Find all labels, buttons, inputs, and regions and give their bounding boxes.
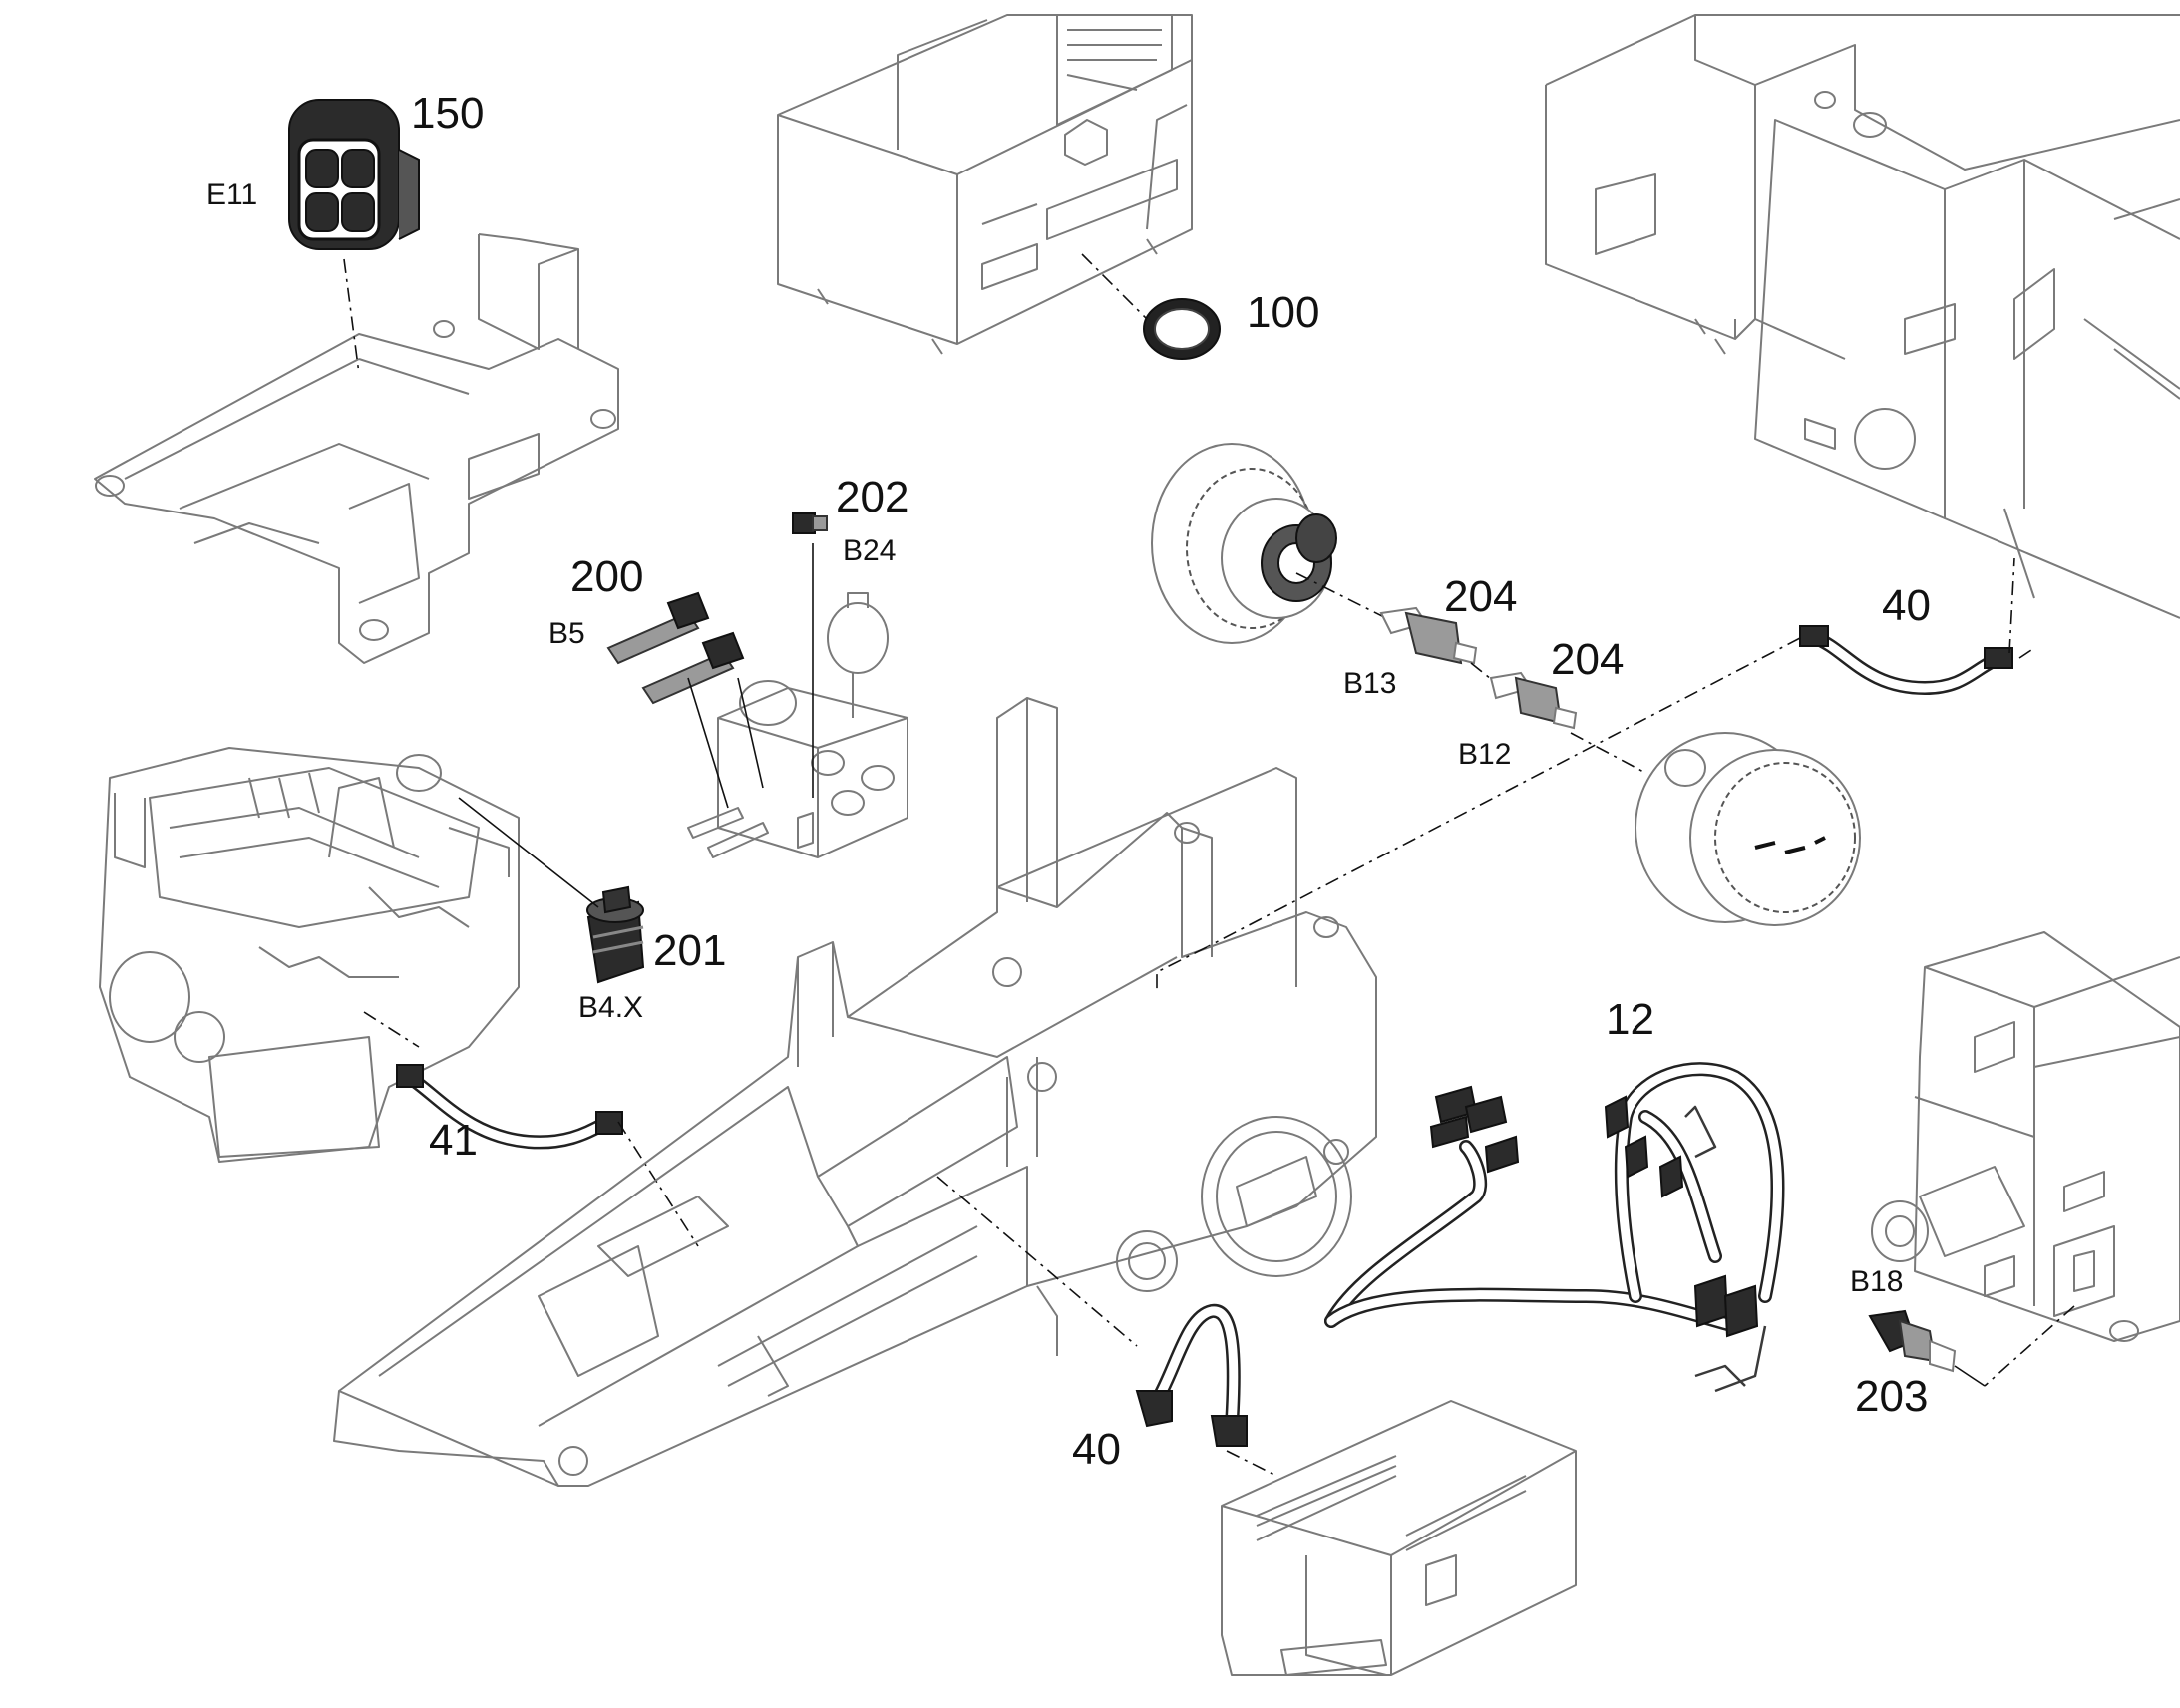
designator-b5: B5: [548, 617, 585, 650]
engine: [99, 747, 520, 1163]
hydraulic-valve-block: [687, 592, 908, 858]
designator-b24: B24: [843, 534, 896, 567]
callout-150: 150: [411, 89, 484, 138]
designator-b4x: B4.X: [578, 991, 643, 1024]
callout-12: 12: [1606, 995, 1654, 1044]
battery-box: [1221, 1400, 1577, 1676]
work-light-150: [288, 99, 420, 375]
sensor-204-b12: [1489, 671, 1646, 774]
frame-top-right: [1545, 14, 2180, 619]
control-unit-lower-right: [1871, 931, 2180, 1387]
callout-40-lower: 40: [1072, 1425, 1121, 1474]
drive-motor-lower: [1635, 732, 1861, 926]
designator-b18: B18: [1850, 1265, 1903, 1298]
callout-100: 100: [1247, 288, 1319, 337]
designator-b13: B13: [1343, 667, 1396, 700]
callout-204-upper: 204: [1444, 572, 1517, 621]
ground-cable-41: [396, 1064, 699, 1247]
wiring-harness-12: [1324, 1062, 1785, 1393]
callout-201: 201: [653, 926, 726, 975]
callout-202: 202: [836, 473, 908, 521]
designator-b12: B12: [1458, 738, 1511, 771]
sensor-200: [606, 591, 764, 809]
callout-204-lower: 204: [1551, 635, 1624, 684]
sensor-203: [1868, 1309, 1986, 1387]
callout-200: 200: [570, 552, 643, 601]
callout-41: 41: [429, 1116, 478, 1165]
main-chassis-frame: [333, 697, 1377, 1487]
designator-e11: E11: [206, 178, 257, 211]
sensor-201: [458, 797, 645, 984]
callout-203: 203: [1855, 1372, 1928, 1421]
callout-40-upper: 40: [1882, 581, 1931, 630]
control-housing-top-center: [777, 14, 1193, 355]
drive-motor-upper: [1151, 443, 1387, 644]
cab-support-frame: [94, 233, 619, 664]
ground-cable-40-lower: [1135, 1303, 1277, 1477]
ground-cable-40-upper: [1206, 557, 2035, 948]
seal-ring-100: [1081, 253, 1221, 360]
sensor-204-b13: [1379, 606, 1497, 684]
sensor-202: [792, 512, 828, 798]
